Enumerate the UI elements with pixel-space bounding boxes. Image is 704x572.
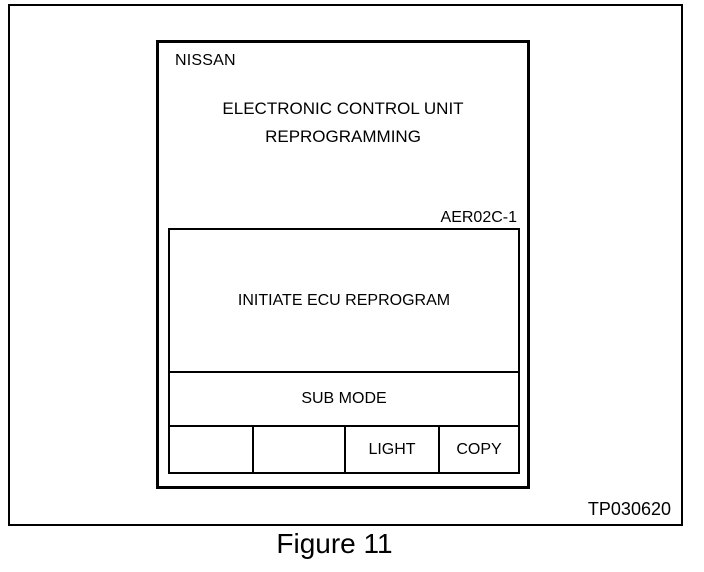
screen-title-line-2: REPROGRAMMING xyxy=(265,127,421,146)
figure-reference-code: TP030620 xyxy=(587,499,671,519)
consult-tool-screen: NISSAN ELECTRONIC CONTROL UNIT REPROGRAM… xyxy=(156,40,530,489)
sub-mode-label: SUB MODE xyxy=(301,390,387,407)
initiate-reprogram-label: INITIATE ECU REPROGRAM xyxy=(237,291,451,309)
softkey-1[interactable] xyxy=(170,427,254,472)
initiate-reprogram-button[interactable]: INITIATE ECU REPROGRAM xyxy=(170,230,518,373)
screen-code: AER02C-1 xyxy=(440,209,517,226)
touch-panel: INITIATE ECU REPROGRAM SUB MODE LIGHT CO… xyxy=(168,228,520,474)
screen-title-line-1: ELECTRONIC CONTROL UNIT xyxy=(222,99,464,118)
brand-label: NISSAN xyxy=(175,52,236,69)
copy-button[interactable]: COPY xyxy=(456,440,502,458)
light-button[interactable]: LIGHT xyxy=(346,427,440,472)
softkey-row: LIGHT COPY xyxy=(170,427,518,472)
softkey-2[interactable] xyxy=(254,427,346,472)
sub-mode-button[interactable]: SUB MODE xyxy=(170,373,518,427)
figure-caption: Figure 11 xyxy=(276,528,393,559)
figure-frame: NISSAN ELECTRONIC CONTROL UNIT REPROGRAM… xyxy=(8,4,683,526)
